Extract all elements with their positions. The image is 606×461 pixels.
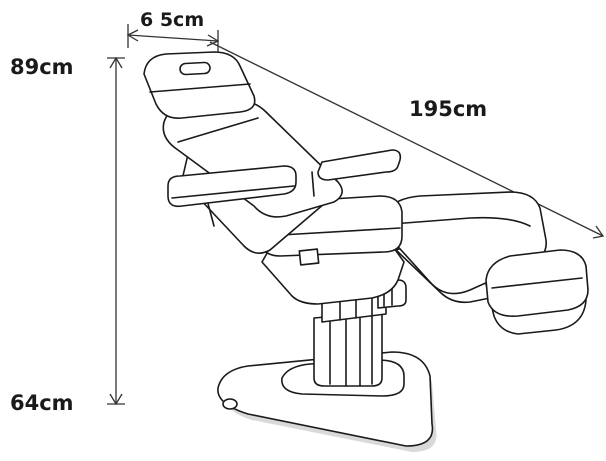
base-foot	[222, 398, 238, 410]
height-max-label: 89cm	[10, 55, 74, 79]
arm-rest-left-pad	[167, 165, 297, 208]
face-hole	[179, 61, 211, 76]
column-body	[313, 311, 383, 387]
chair-illustration	[143, 51, 589, 452]
seat-underside	[261, 247, 405, 305]
length-label: 195cm	[409, 97, 487, 121]
length-arrow-end	[592, 225, 605, 239]
height-min-label: 64cm	[10, 391, 74, 415]
width-dimension-line	[127, 34, 219, 42]
seat-control-tag	[298, 248, 320, 266]
head-rest-cushion	[143, 51, 256, 120]
arm-rest-right	[311, 149, 402, 197]
head-rest	[143, 51, 256, 120]
arm-rest-left	[167, 165, 297, 227]
foot-rest	[485, 249, 589, 335]
arm-rest-right-pad	[317, 149, 402, 181]
width-label: 6 5cm	[140, 9, 204, 31]
